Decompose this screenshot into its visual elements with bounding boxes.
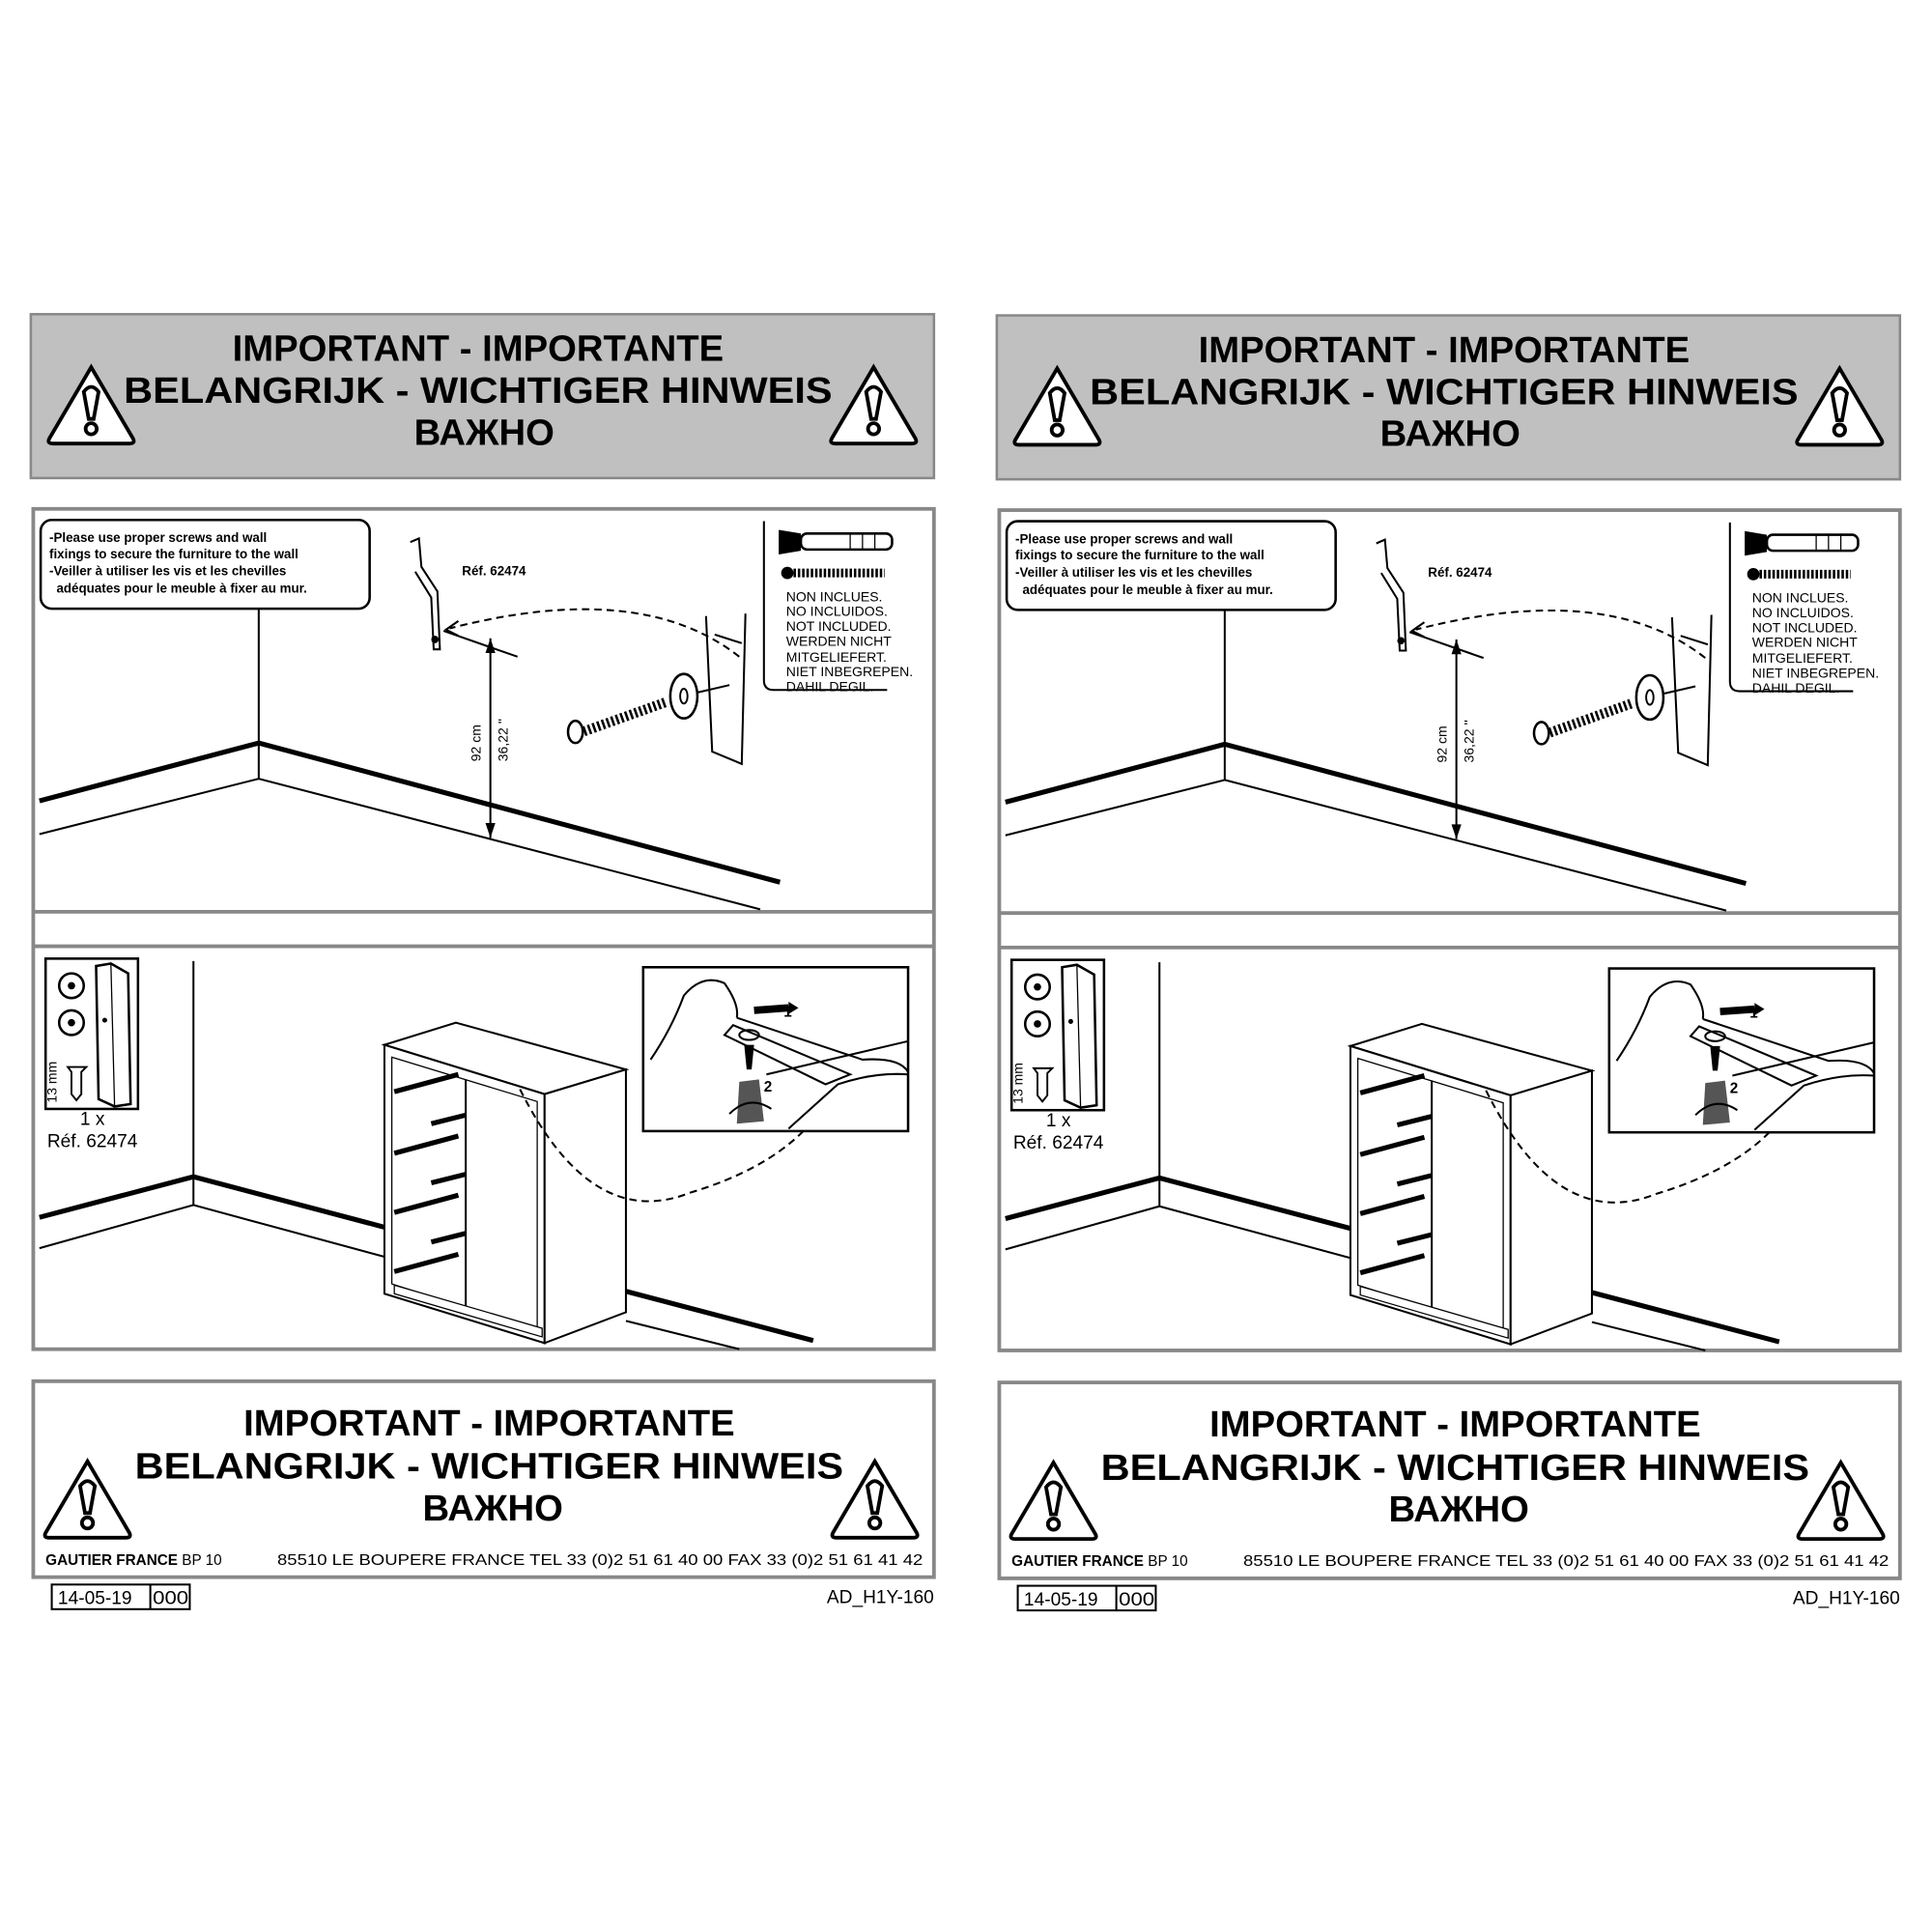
revision: 000 bbox=[153, 1589, 188, 1609]
warning-icon bbox=[1796, 1461, 1886, 1542]
header-line-1: IMPORTANT - IMPORTANTE bbox=[233, 328, 724, 370]
cabinet-illustration bbox=[381, 1021, 630, 1345]
step-2-label: 2 bbox=[764, 1079, 773, 1095]
quantity: 1 x bbox=[1046, 1111, 1071, 1131]
footer-line-1: IMPORTANT - IMPORTANTE bbox=[243, 1403, 735, 1444]
not-included-line: NO INCLUIDOS. bbox=[786, 604, 888, 619]
document-code: AD_H1Y-160 bbox=[1793, 1589, 1900, 1609]
detail-inset bbox=[641, 965, 910, 1133]
address-line: 85510 LE BOUPERE FRANCE TEL 33 (0)2 51 6… bbox=[1243, 1553, 1889, 1570]
header-line-2: BELANGRIJK - WICHTIGER HINWEIS bbox=[124, 370, 832, 412]
document-code: AD_H1Y-160 bbox=[827, 1587, 934, 1607]
footer-line-1: IMPORTANT - IMPORTANTE bbox=[1209, 1404, 1701, 1445]
height-inches: 36,22 '' bbox=[496, 719, 511, 761]
company-name: GAUTIER FRANCE bbox=[1011, 1553, 1144, 1570]
instruction-page-copy: IMPORTANT - IMPORTANTE BELANGRIJK - WICH… bbox=[995, 314, 1902, 1612]
step2-panel: 13 mm 1 x Réf. 62474 bbox=[39, 957, 910, 1350]
cabinet-illustration bbox=[1347, 1022, 1596, 1347]
wood-screw-icon bbox=[1747, 568, 1851, 581]
note-line: -Veiller à utiliser les vis et les chevi… bbox=[49, 564, 286, 579]
warning-icon bbox=[830, 1459, 920, 1540]
height-inches: 36,22 '' bbox=[1462, 720, 1477, 762]
step1-panel: -Please use proper screws and wall fixin… bbox=[997, 508, 1902, 1352]
hand-screwdriver-illustration bbox=[1615, 980, 1875, 1131]
instruction-page: IMPORTANT - IMPORTANTE BELANGRIJK - WICH… bbox=[29, 312, 936, 1610]
header-line-1: IMPORTANT - IMPORTANTE bbox=[1199, 329, 1690, 371]
po-box: BP 10 bbox=[1144, 1553, 1188, 1570]
wall-plug-icon bbox=[779, 529, 894, 554]
date: 14-05-19 bbox=[1024, 1590, 1098, 1610]
header-line-2: BELANGRIJK - WICHTIGER HINWEIS bbox=[1090, 371, 1798, 412]
step-2-label: 2 bbox=[1730, 1080, 1739, 1096]
note-line: fixings to secure the furniture to the w… bbox=[49, 547, 298, 561]
footer-banner: IMPORTANT - IMPORTANTE BELANGRIJK - WICH… bbox=[997, 1380, 1902, 1580]
company-name: GAUTIER FRANCE bbox=[45, 1552, 178, 1569]
not-included-line: DAHIL DEGIL. bbox=[1752, 680, 1840, 696]
not-included-line: MITGELIEFERT. bbox=[786, 649, 887, 665]
note-line: fixings to secure the furniture to the w… bbox=[1015, 548, 1264, 562]
header-banner: IMPORTANT - IMPORTANTE BELANGRIJK - WICH… bbox=[29, 312, 936, 480]
warning-icon bbox=[43, 1459, 132, 1540]
not-included-line: WERDEN NICHT bbox=[786, 633, 892, 648]
company-address: GAUTIER FRANCE BP 10 bbox=[1011, 1553, 1187, 1570]
footer-line-2: BELANGRIJK - WICHTIGER HINWEIS bbox=[135, 1446, 843, 1488]
wood-screw-icon bbox=[781, 566, 885, 580]
note-line: adéquates pour le meuble à fixer au mur. bbox=[49, 582, 307, 596]
wall-plug-icon bbox=[1745, 530, 1860, 556]
height-cm: 92 cm bbox=[468, 724, 483, 761]
warning-icon bbox=[1009, 1461, 1098, 1542]
revision: 000 bbox=[1119, 1590, 1154, 1610]
po-box: BP 10 bbox=[178, 1552, 222, 1569]
footer-line-3: ВАЖНО bbox=[423, 1488, 563, 1529]
step-1-label: 1 bbox=[1749, 1006, 1758, 1022]
ref-label: Réf. 62474 bbox=[1013, 1133, 1104, 1153]
address-line: 85510 LE BOUPERE FRANCE TEL 33 (0)2 51 6… bbox=[277, 1552, 923, 1569]
note-line: -Veiller à utiliser les vis et les chevi… bbox=[1015, 565, 1252, 580]
step-1-label: 1 bbox=[783, 1004, 792, 1020]
header-line-3: ВАЖНО bbox=[414, 412, 554, 453]
header-banner: IMPORTANT - IMPORTANTE BELANGRIJK - WICH… bbox=[995, 314, 1902, 481]
date-box bbox=[50, 1583, 191, 1610]
screw-icon bbox=[566, 697, 668, 745]
footer-banner: IMPORTANT - IMPORTANTE BELANGRIJK - WICH… bbox=[31, 1378, 936, 1579]
not-included-line: NON INCLUES. bbox=[786, 588, 883, 604]
step2-panel: 13 mm 1 x Réf. 62474 bbox=[1005, 958, 1876, 1351]
screw-icon bbox=[1032, 1066, 1055, 1103]
ref-label: Réf. 62474 bbox=[1428, 565, 1492, 580]
not-included-line: MITGELIEFERT. bbox=[1752, 650, 1853, 666]
note-line: adéquates pour le meuble à fixer au mur. bbox=[1015, 582, 1273, 597]
not-included-line: WERDEN NICHT bbox=[1752, 635, 1858, 650]
not-included-line: NIET INBEGREPEN. bbox=[1752, 666, 1879, 681]
detail-inset bbox=[1607, 967, 1876, 1134]
not-included-line: NOT INCLUDED. bbox=[786, 618, 892, 634]
not-included-line: NIET INBEGREPEN. bbox=[786, 664, 913, 679]
not-included-line: DAHIL DEGIL. bbox=[786, 679, 874, 695]
screw-icon bbox=[1532, 698, 1634, 746]
footer-line-3: ВАЖНО bbox=[1389, 1489, 1529, 1530]
note-line: -Please use proper screws and wall bbox=[1015, 532, 1233, 547]
screw-icon bbox=[66, 1065, 89, 1102]
note-box bbox=[1005, 520, 1337, 611]
not-included-line: NOT INCLUDED. bbox=[1752, 619, 1858, 635]
screw-length: 13 mm bbox=[1010, 1063, 1026, 1104]
wall-bracket-icon bbox=[410, 536, 441, 651]
note-box bbox=[39, 518, 371, 611]
header-line-3: ВАЖНО bbox=[1380, 413, 1520, 455]
screw-length: 13 mm bbox=[44, 1062, 60, 1103]
wall-bracket-icon bbox=[1376, 538, 1407, 652]
quantity: 1 x bbox=[80, 1110, 105, 1130]
note-line: -Please use proper screws and wall bbox=[49, 530, 267, 545]
ref-label: Réf. 62474 bbox=[462, 564, 526, 579]
height-cm: 92 cm bbox=[1434, 725, 1449, 762]
not-included-line: NON INCLUES. bbox=[1752, 590, 1849, 606]
footer-line-2: BELANGRIJK - WICHTIGER HINWEIS bbox=[1101, 1447, 1809, 1489]
not-included-line: NO INCLUIDOS. bbox=[1752, 605, 1854, 620]
company-address: GAUTIER FRANCE BP 10 bbox=[45, 1552, 221, 1569]
date-box bbox=[1016, 1584, 1157, 1612]
hand-screwdriver-illustration bbox=[649, 979, 909, 1130]
step1-panel: -Please use proper screws and wall fixin… bbox=[31, 506, 936, 1351]
ref-label: Réf. 62474 bbox=[47, 1132, 138, 1152]
date: 14-05-19 bbox=[58, 1589, 132, 1609]
